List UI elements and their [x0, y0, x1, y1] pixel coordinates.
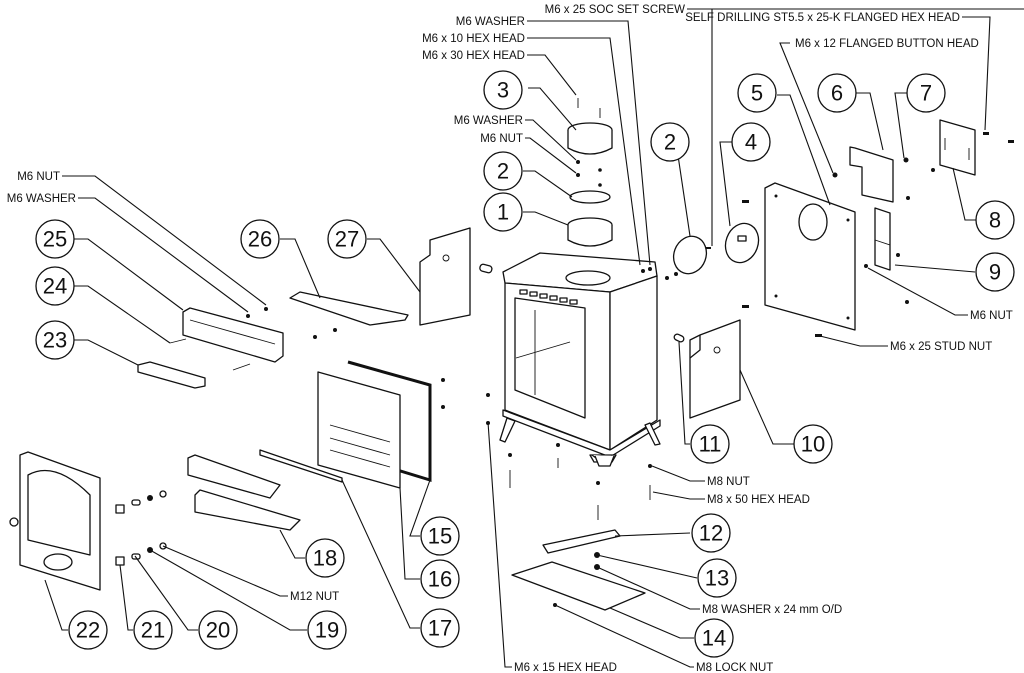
- svg-text:25: 25: [43, 227, 67, 252]
- callout-24: 24: [35, 266, 75, 306]
- callout-5: 5: [737, 73, 777, 113]
- label-m6-nut-flue: M6 NUT: [480, 133, 523, 145]
- label-m6-washer-top: M6 WASHER: [456, 16, 525, 28]
- svg-text:18: 18: [313, 546, 337, 571]
- svg-text:26: 26: [248, 227, 272, 252]
- callout-13: 13: [697, 558, 737, 598]
- callout-10: 10: [793, 424, 833, 464]
- callout-8: 8: [975, 200, 1015, 240]
- label-m6-washer-left: M6 WASHER: [7, 193, 76, 205]
- callout-6: 6: [817, 73, 857, 113]
- callout-2-side: 2: [650, 122, 690, 162]
- callouts: 1 2 3 2 4 5 6 7 8 9 10 11 12 13 14 15 16…: [35, 70, 1015, 658]
- svg-text:11: 11: [699, 432, 722, 457]
- callout-1: 1: [483, 192, 523, 232]
- label-m6x10-hex-head: M6 x 10 HEX HEAD: [422, 33, 525, 45]
- label-m6-washer-flue: M6 WASHER: [454, 115, 523, 127]
- airwash-bar-25: [182, 307, 284, 363]
- callout-7: 7: [906, 73, 946, 113]
- callout-20: 20: [198, 610, 238, 650]
- label-m6-nut-right: M6 NUT: [970, 310, 1013, 322]
- svg-text:4: 4: [745, 130, 757, 155]
- label-m6-nut-left: M6 NUT: [17, 171, 60, 183]
- firebrick-27: [419, 227, 471, 326]
- svg-text:1: 1: [497, 200, 509, 225]
- svg-text:3: 3: [497, 78, 509, 103]
- ashlip-rail-17: [259, 449, 343, 483]
- label-m6x25-soc-set-screw: M6 x 25 SOC SET SCREW: [545, 4, 686, 16]
- plate-9: [874, 207, 891, 271]
- callout-12: 12: [691, 513, 731, 553]
- callout-21: 21: [133, 610, 173, 650]
- callout-25: 25: [35, 219, 75, 259]
- callout-9: 9: [975, 252, 1015, 292]
- grate-assembly-18: [187, 454, 301, 531]
- callout-4: 4: [731, 122, 771, 162]
- callout-22: 22: [68, 610, 108, 650]
- svg-text:2: 2: [497, 159, 509, 184]
- blanking-plate-4: [724, 222, 760, 264]
- flue-spigot-3: [567, 122, 613, 155]
- svg-text:7: 7: [920, 81, 932, 106]
- leader-lines: [44, 8, 1024, 668]
- label-m8x50-hex-head: M8 x 50 HEX HEAD: [707, 494, 810, 506]
- label-m8-washer: M8 WASHER x 24 mm O/D: [702, 604, 842, 616]
- svg-text:12: 12: [699, 521, 723, 546]
- glass-panel-16: [317, 371, 401, 489]
- svg-text:2: 2: [664, 130, 676, 155]
- label-m8-nut: M8 NUT: [707, 476, 750, 488]
- svg-text:14: 14: [702, 626, 726, 651]
- callout-19: 19: [307, 610, 347, 650]
- door-22: [9, 451, 101, 591]
- svg-text:22: 22: [76, 618, 100, 643]
- svg-text:15: 15: [428, 524, 452, 549]
- svg-text:21: 21: [141, 618, 165, 643]
- svg-text:9: 9: [989, 260, 1001, 285]
- fastener-labels: M6 x 25 SOC SET SCREW M6 WASHER M6 x 10 …: [7, 4, 1013, 673]
- label-m6x12-flanged-button-head: M6 x 12 FLANGED BUTTON HEAD: [795, 38, 979, 50]
- flue-ring-2: [569, 190, 611, 204]
- flue-collar-1: [567, 217, 613, 247]
- callout-17: 17: [420, 608, 460, 648]
- callout-16: 16: [420, 559, 460, 599]
- svg-text:16: 16: [428, 567, 452, 592]
- svg-text:6: 6: [831, 81, 843, 106]
- svg-text:24: 24: [43, 274, 67, 299]
- svg-text:20: 20: [206, 618, 230, 643]
- callout-23: 23: [35, 320, 75, 360]
- stove-body: [499, 252, 661, 467]
- callout-11: 11: [690, 424, 730, 464]
- svg-text:19: 19: [315, 618, 339, 643]
- svg-text:13: 13: [705, 566, 729, 591]
- callout-18: 18: [305, 538, 345, 578]
- leg-bracket-12: [542, 529, 621, 554]
- throat-plate-26: [289, 291, 409, 326]
- svg-text:27: 27: [335, 227, 359, 252]
- base-plate-14: [511, 561, 646, 611]
- plate-6: [849, 146, 894, 203]
- rear-heat-shield-5: [764, 182, 856, 331]
- callout-15: 15: [420, 516, 460, 556]
- svg-text:23: 23: [43, 328, 67, 353]
- svg-text:8: 8: [989, 208, 1001, 233]
- plate-8: [939, 119, 976, 176]
- label-m12-nut: M12 NUT: [290, 591, 339, 603]
- svg-text:17: 17: [428, 616, 452, 641]
- blanking-ring-2: [672, 235, 708, 275]
- baffle-10: [689, 319, 741, 419]
- callout-14: 14: [694, 618, 734, 658]
- label-m6x15-hex-head: M6 x 15 HEX HEAD: [514, 662, 617, 673]
- label-self-drilling-screw: SELF DRILLING ST5.5 x 25-K FLANGED HEX H…: [685, 12, 960, 24]
- svg-text:10: 10: [801, 432, 825, 457]
- callout-26: 26: [240, 219, 280, 259]
- callout-27: 27: [327, 219, 367, 259]
- label-m6x30-hex-head: M6 x 30 HEX HEAD: [422, 50, 525, 62]
- label-m8-lock-nut: M8 LOCK NUT: [696, 662, 773, 673]
- callout-2-flue: 2: [483, 151, 523, 191]
- svg-text:5: 5: [751, 81, 763, 106]
- callout-3: 3: [483, 70, 523, 110]
- label-m6x25-stud-nut: M6 x 25 STUD NUT: [890, 341, 992, 353]
- air-slots: [519, 289, 578, 305]
- air-control-23: [137, 361, 206, 389]
